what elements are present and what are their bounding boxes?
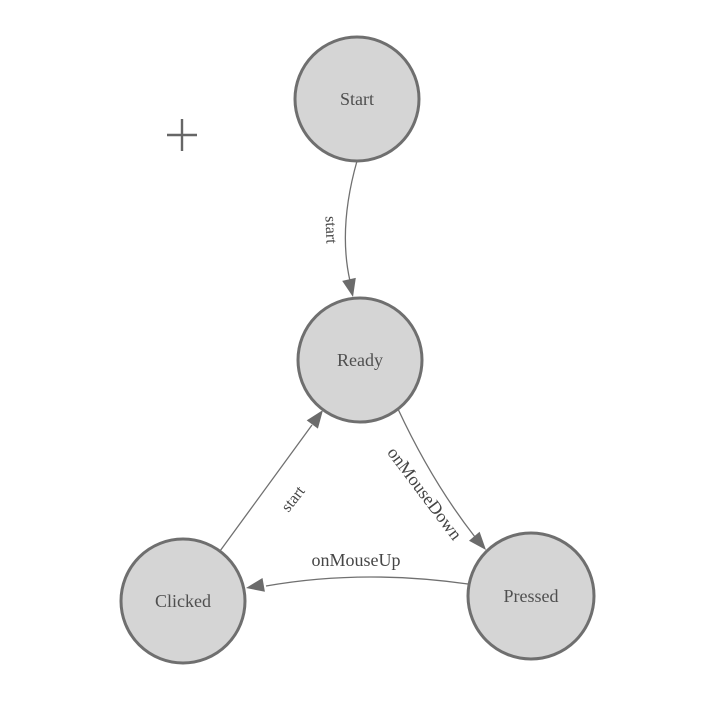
transition-clicked-to-ready[interactable]: start (219, 410, 323, 552)
state-label: Start (340, 89, 374, 109)
transition-ready-to-pressed[interactable]: onMouseDown (383, 408, 486, 550)
arrowhead-icon (246, 578, 265, 592)
state-label: Ready (337, 350, 383, 370)
state-node-pressed[interactable]: Pressed (466, 531, 596, 661)
state-circle[interactable] (296, 296, 424, 424)
transition-pressed-to-clicked[interactable]: onMouseUp (246, 550, 469, 592)
state-node-start[interactable]: Start (293, 35, 421, 163)
state-node-clicked[interactable]: Clicked (119, 537, 247, 665)
transition-label: onMouseDown (383, 443, 466, 544)
arrowhead-icon (306, 410, 323, 429)
transition-label: start (322, 216, 340, 245)
transition-path[interactable] (397, 408, 476, 538)
state-circle[interactable] (466, 531, 596, 661)
transition-path[interactable] (344, 160, 358, 282)
state-circle[interactable] (119, 537, 247, 665)
state-label: Pressed (504, 586, 559, 606)
transition-path[interactable] (265, 576, 469, 587)
transition-start-to-ready[interactable]: start (322, 160, 358, 297)
state-circle[interactable] (293, 35, 421, 163)
transition-path[interactable] (219, 424, 313, 552)
transition-label: start (278, 483, 309, 516)
arrowhead-icon (342, 277, 356, 297)
state-label: Clicked (155, 591, 211, 611)
arrowhead-icon (469, 531, 486, 550)
state-node-ready[interactable]: Ready (296, 296, 424, 424)
crosshair-cursor-icon (167, 119, 197, 151)
transition-label: onMouseUp (312, 550, 401, 570)
